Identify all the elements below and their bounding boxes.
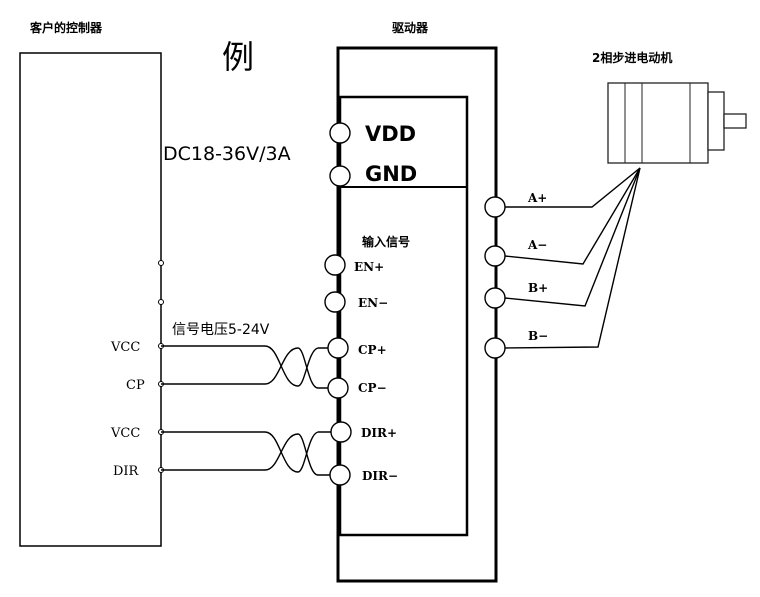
en-minus-label: EN−: [358, 296, 388, 310]
gnd-label: GND: [365, 162, 417, 186]
dir-plus-label: DIR+: [361, 426, 397, 440]
controller-dot: [158, 299, 164, 305]
dir-plus-terminal: [330, 421, 352, 443]
vdd-label: VDD: [365, 122, 416, 146]
controller-box: [19, 52, 162, 547]
controller-pin-vcc-1: VCC: [110, 340, 140, 355]
cp-twisted-pair: [161, 345, 328, 389]
driver-inner-box: [338, 95, 469, 537]
b-minus-terminal: [484, 337, 506, 359]
example-label: 例: [222, 38, 254, 76]
b-plus-terminal: [484, 287, 506, 309]
b-minus-label: B−: [528, 329, 548, 343]
a-plus-label: A+: [527, 191, 547, 205]
dir-minus-label: DIR−: [362, 469, 398, 483]
a-plus-terminal: [484, 196, 506, 218]
motor-title: 2相步进电动机: [592, 50, 672, 65]
en-plus-terminal: [324, 254, 346, 276]
b-plus-label: B+: [528, 281, 548, 295]
controller-title: 客户的控制器: [29, 20, 103, 35]
vdd-terminal: [329, 122, 351, 144]
driver-outer-frame: [336, 46, 498, 583]
a-minus-terminal: [484, 245, 506, 267]
signal-voltage-label: 信号电压5-24V: [172, 322, 270, 338]
motor-wires: [504, 167, 641, 349]
power-supply-label: DC18-36V/3A: [163, 143, 291, 165]
cp-plus-label: CP+: [358, 343, 387, 357]
gnd-terminal: [329, 165, 351, 187]
cp-minus-label: CP−: [358, 381, 387, 395]
input-signal-title: 输入信号: [362, 234, 410, 249]
motor-shape: [607, 82, 747, 164]
cp-plus-terminal: [327, 337, 349, 359]
cp-minus-terminal: [327, 377, 349, 399]
dir-twisted-pair: [161, 431, 331, 476]
controller-pin-cp: CP: [126, 378, 145, 393]
controller-pin-vcc-2: VCC: [110, 426, 140, 441]
en-plus-label: EN+: [354, 260, 384, 274]
driver-title: 驱动器: [392, 21, 429, 35]
en-minus-terminal: [324, 291, 346, 313]
a-minus-label: A−: [527, 238, 547, 252]
controller-dot: [158, 260, 164, 266]
dir-minus-terminal: [329, 464, 351, 486]
controller-pin-dir: DIR: [113, 464, 140, 479]
